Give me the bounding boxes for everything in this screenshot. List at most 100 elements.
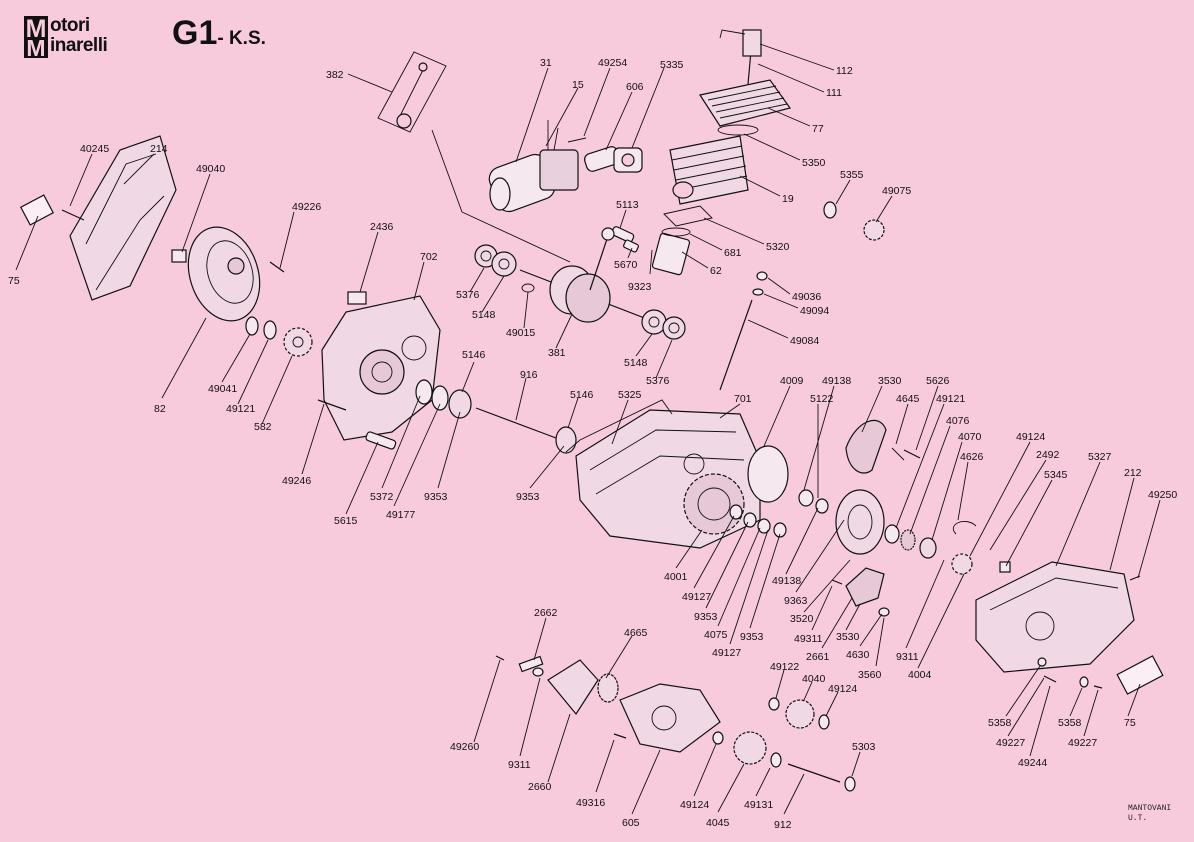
part-label-49260: 49260 [450, 741, 479, 753]
credit-line-1: MANTOVANI [1128, 804, 1172, 813]
part-label-3530b: 3530 [836, 631, 860, 643]
part-label-82: 82 [154, 403, 166, 415]
part-label-62: 62 [710, 265, 722, 277]
part-label-49227a: 49227 [996, 737, 1025, 749]
part-label-4045: 4045 [706, 817, 730, 829]
part-label-49124b: 49124 [828, 683, 857, 695]
main-crankcase [565, 399, 789, 549]
part-label-2436: 2436 [370, 221, 394, 233]
drafter-credit: MANTOVANI U.T. [1128, 804, 1171, 824]
part-label-5345: 5345 [1044, 469, 1068, 481]
part-label-681: 681 [724, 247, 742, 259]
part-label-5350: 5350 [802, 157, 826, 169]
left-crankcase [317, 291, 441, 450]
piston [651, 227, 691, 276]
part-label-4630: 4630 [846, 649, 870, 661]
part-label-5327: 5327 [1088, 451, 1112, 463]
part-label-49122: 49122 [770, 661, 799, 673]
kick-gears [712, 697, 856, 792]
kickstart-parts [495, 655, 721, 753]
part-label-2660: 2660 [528, 781, 552, 793]
part-label-31: 31 [540, 57, 552, 69]
part-label-49015: 49015 [506, 327, 535, 339]
part-label-15: 15 [572, 79, 584, 91]
part-label-49250: 49250 [1148, 489, 1177, 501]
part-label-49121b: 49121 [936, 393, 965, 405]
part-label-3520: 3520 [790, 613, 814, 625]
part-label-582: 582 [254, 421, 272, 433]
part-label-5670: 5670 [614, 259, 638, 271]
part-label-49131: 49131 [744, 799, 773, 811]
flywheel-cover [20, 135, 177, 301]
part-label-5146b: 5146 [570, 389, 594, 401]
part-label-49121a: 49121 [226, 403, 255, 415]
part-label-111: 111 [826, 87, 842, 99]
cylinder-stud [719, 299, 753, 391]
part-label-912: 912 [774, 819, 792, 831]
part-label-702: 702 [420, 251, 438, 263]
part-label-382: 382 [326, 69, 344, 81]
crank-bearings [474, 244, 686, 340]
part-label-4645: 4645 [896, 393, 920, 405]
part-label-4075: 4075 [704, 629, 728, 641]
part-label-49084: 49084 [790, 335, 819, 347]
part-label-3560: 3560 [858, 669, 882, 681]
cylinder [663, 135, 749, 227]
part-label-5320: 5320 [766, 241, 790, 253]
brake-shoes [831, 567, 890, 617]
flywheel-magneto [171, 226, 285, 322]
model-suffix: - K.S. [217, 28, 266, 49]
part-label-5376a: 5376 [456, 289, 480, 301]
part-label-4070: 4070 [958, 431, 982, 443]
part-label-9353c: 9353 [694, 611, 718, 623]
clutch-shoes [845, 419, 921, 474]
part-label-9353a: 9353 [424, 491, 448, 503]
small-nuts [752, 271, 768, 296]
part-label-49177: 49177 [386, 509, 415, 521]
part-label-9311a: 9311 [896, 651, 919, 663]
part-label-212: 212 [1124, 467, 1142, 479]
part-label-112: 112 [836, 65, 853, 77]
clutch-drum [798, 489, 973, 575]
part-label-5303: 5303 [852, 741, 876, 753]
part-label-5372: 5372 [370, 491, 394, 503]
part-label-606: 606 [626, 81, 644, 93]
part-label-77: 77 [812, 123, 824, 135]
part-label-3530a: 3530 [878, 375, 902, 387]
part-label-49311: 49311 [794, 633, 823, 645]
connecting-rod-inset [377, 51, 571, 263]
brand-word-1: otori [50, 15, 90, 36]
part-label-75b: 75 [1124, 717, 1136, 729]
brand-initial-2: M [24, 37, 48, 60]
part-label-605: 605 [622, 817, 640, 829]
part-label-5122: 5122 [810, 393, 834, 405]
part-label-5355: 5355 [840, 169, 864, 181]
part-label-5148a: 5148 [472, 309, 496, 321]
mainshaft [475, 407, 577, 454]
part-label-2662: 2662 [534, 607, 558, 619]
part-label-49127a: 49127 [682, 591, 711, 603]
part-label-4004: 4004 [908, 669, 932, 681]
brand-logo: M otori M inarelli [24, 15, 152, 60]
part-label-49124a: 49124 [1016, 431, 1045, 443]
part-label-49138b: 49138 [772, 575, 801, 587]
cover-fasteners [823, 201, 1141, 689]
part-label-49094: 49094 [800, 305, 829, 317]
part-label-5626: 5626 [926, 375, 950, 387]
part-label-9353b: 9353 [516, 491, 540, 503]
part-label-5615: 5615 [334, 515, 358, 527]
model-title: G1- K.S. [172, 14, 266, 53]
part-label-4040: 4040 [802, 673, 826, 685]
part-label-5146a: 5146 [462, 349, 486, 361]
crankshaft [519, 227, 661, 325]
sprocket-left [245, 316, 313, 357]
part-label-19: 19 [782, 193, 794, 205]
part-label-49127b: 49127 [712, 647, 741, 659]
part-label-49226: 49226 [292, 201, 321, 213]
part-drawings [20, 29, 1164, 792]
part-label-381: 381 [548, 347, 566, 359]
piston-pin [611, 226, 639, 253]
part-label-916: 916 [520, 369, 538, 381]
